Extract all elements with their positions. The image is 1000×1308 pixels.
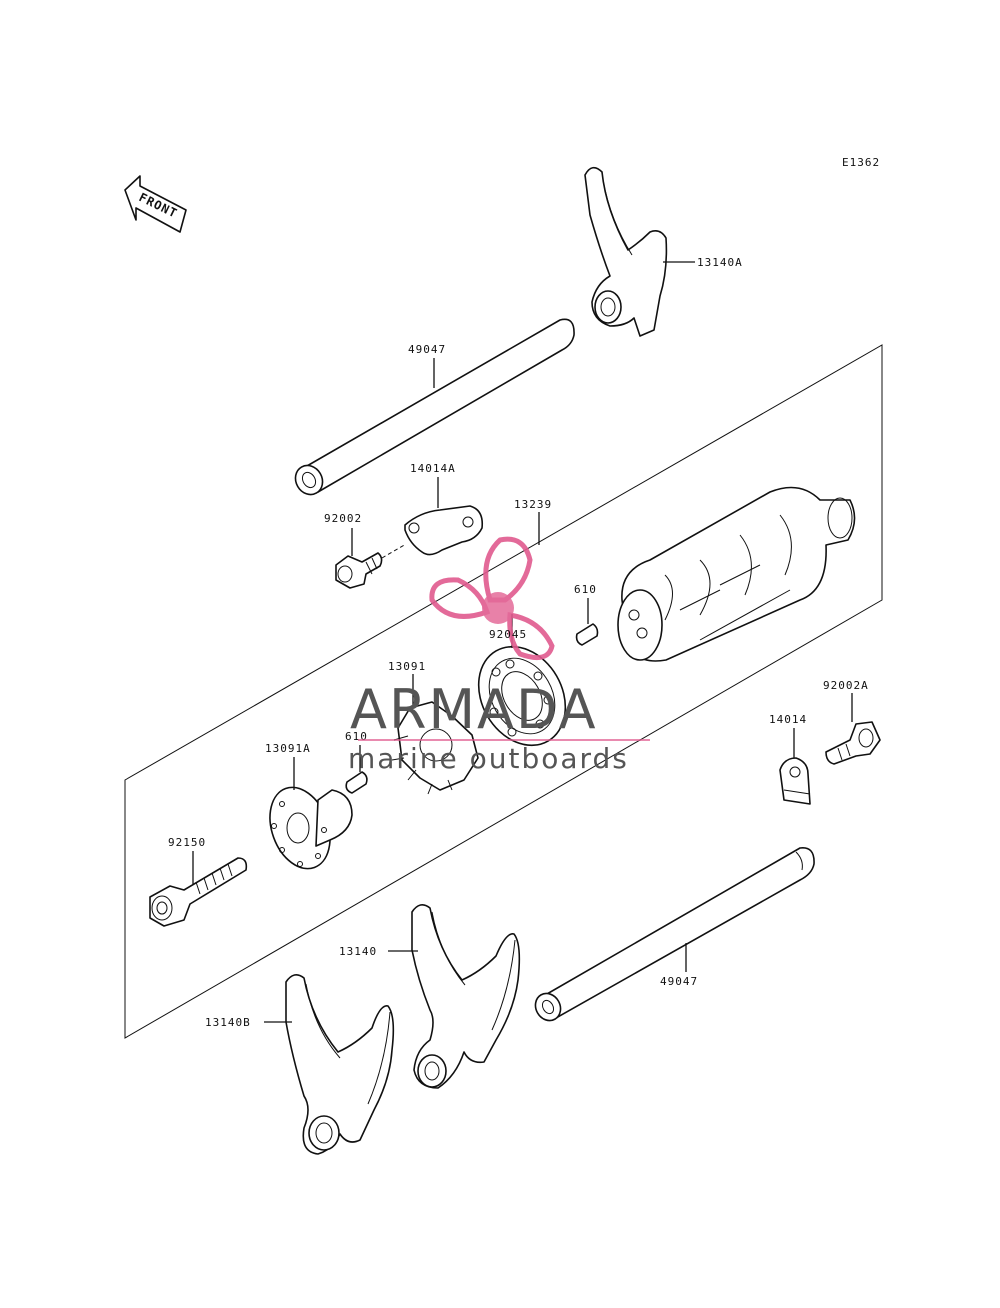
- bolt-92002A: [825, 721, 881, 765]
- shift-fork-13140B: [285, 974, 395, 1155]
- shift-rod-upper: [294, 318, 575, 496]
- watermark-brand: ARMADA: [350, 678, 598, 741]
- label-13140B: 13140B: [205, 1016, 251, 1029]
- shift-drum-13239: [617, 486, 856, 662]
- label-92150: 92150: [168, 836, 206, 849]
- shift-rod-lower: [534, 847, 815, 1022]
- diagram-code: E1362: [842, 156, 880, 169]
- label-92002: 92002: [324, 512, 362, 525]
- pin-610-lower: [345, 771, 368, 794]
- label-13239: 13239: [514, 498, 552, 511]
- stopper-plate-14014A: [404, 505, 484, 556]
- drum-holder-13091A: [269, 786, 353, 870]
- pin-610-upper: [575, 623, 599, 646]
- label-13140A: 13140A: [697, 256, 743, 269]
- label-13091: 13091: [388, 660, 426, 673]
- assembly-frame: [124, 344, 883, 1039]
- shift-fork-13140: [411, 904, 521, 1089]
- bolt-92002: [335, 543, 407, 589]
- shift-fork-13140A: [584, 166, 668, 337]
- label-13091A: 13091A: [265, 742, 311, 755]
- label-92045: 92045: [489, 628, 527, 641]
- watermark: 92045 ARMADA marine outboards: [348, 536, 650, 775]
- bearing-92045: [477, 645, 567, 747]
- drum-cam-13091: [391, 701, 479, 795]
- stopper-plate-14014: [779, 757, 811, 805]
- label-610-upper: 610: [574, 583, 597, 596]
- watermark-tagline: marine outboards: [348, 742, 629, 775]
- bolt-92150: [149, 857, 248, 927]
- label-92002A: 92002A: [823, 679, 869, 692]
- label-14014: 14014: [769, 713, 807, 726]
- label-13140: 13140: [339, 945, 377, 958]
- label-49047-upper: 49047: [408, 343, 446, 356]
- label-49047-lower: 49047: [660, 975, 698, 988]
- propeller-logo-icon: [429, 536, 555, 661]
- label-14014A: 14014A: [410, 462, 456, 475]
- front-arrow-icon: FRONT: [124, 175, 187, 233]
